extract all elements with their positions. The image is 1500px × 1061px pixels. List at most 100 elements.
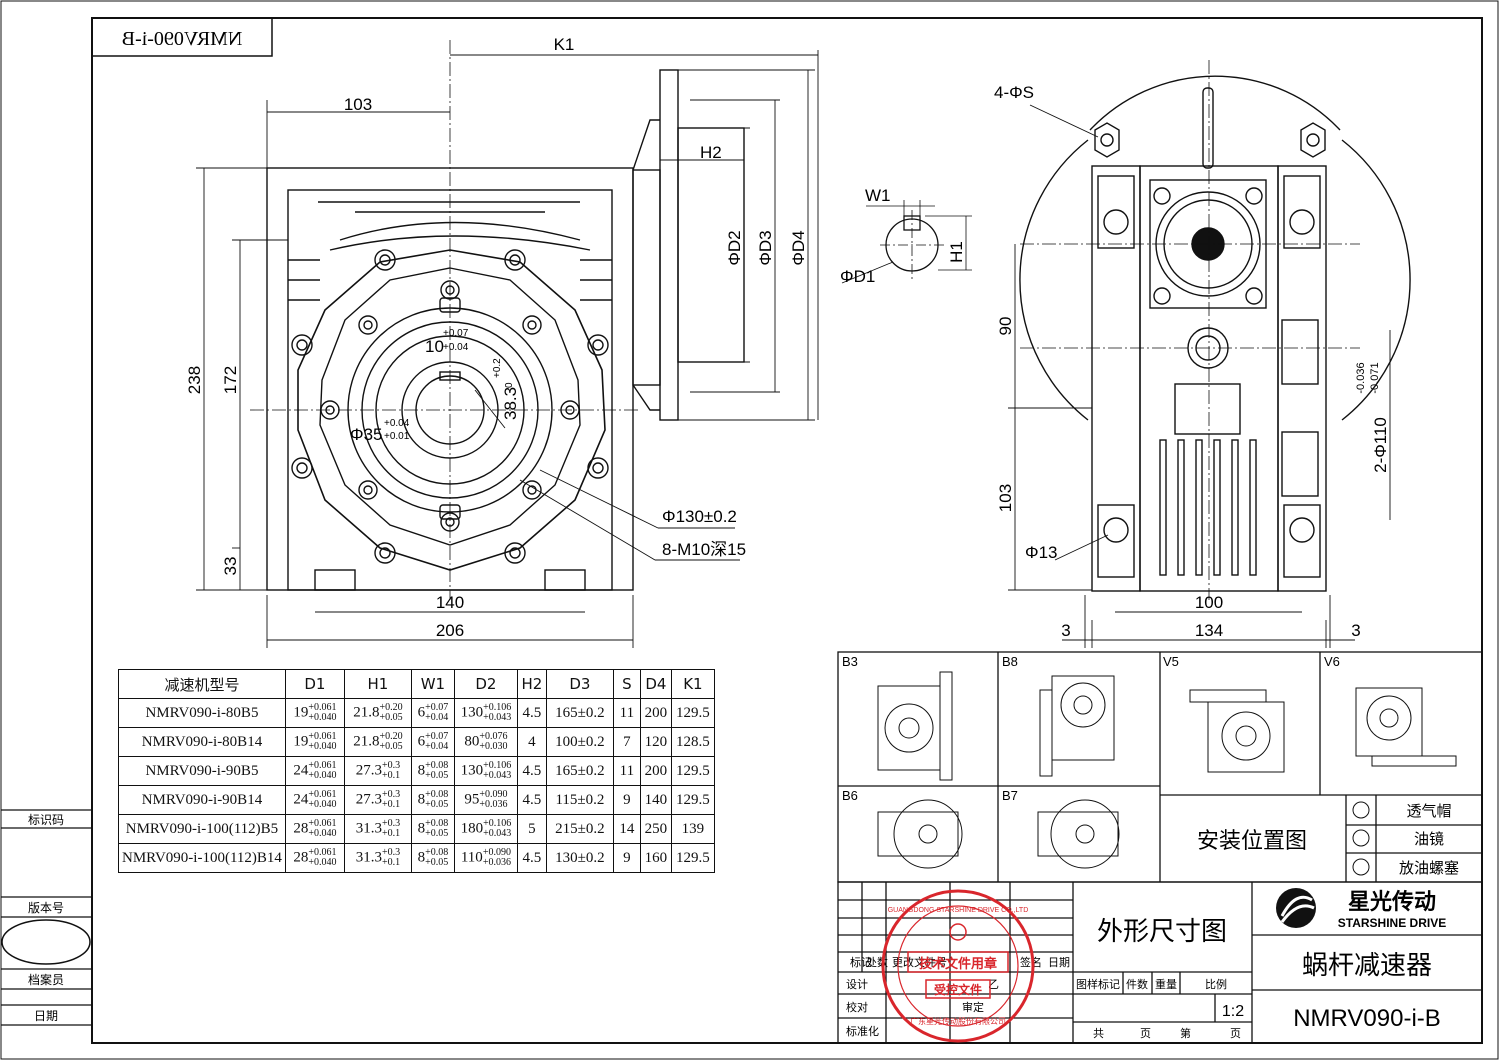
- tol-upper: +0.076: [479, 731, 508, 742]
- cell-d1-tolerance: +0.061+0.040: [308, 848, 336, 868]
- tol-35-upper: +0.04: [384, 418, 410, 429]
- row-label-sign: 签名: [1020, 955, 1042, 969]
- tol-lower: +0.05: [379, 712, 403, 723]
- dim-3-left: 3: [1061, 621, 1070, 640]
- tol-lower: +0.1: [381, 857, 401, 868]
- tol-upper: +0.3: [381, 760, 401, 771]
- dim-d3: ΦD3: [756, 230, 775, 265]
- cell-h1: 21.8+0.20+0.05: [343, 727, 412, 757]
- cell-s: 14: [612, 814, 641, 844]
- cell-s: 7: [612, 727, 641, 757]
- page-current-label: 第: [1180, 1026, 1191, 1040]
- tol-upper: +0.3: [381, 789, 401, 800]
- cell-h1-tolerance: +0.3+0.1: [382, 819, 400, 839]
- cell-d1-value: 19: [293, 733, 309, 750]
- sign-label-design: 设计: [846, 978, 868, 991]
- side-center-lines: [1020, 60, 1360, 600]
- cell-h1: 31.3+0.3+0.1: [343, 814, 412, 844]
- cell-d1: 28+0.061+0.040: [284, 843, 345, 873]
- cell-h1-value: 27.3: [355, 762, 382, 779]
- cell-w1-value: 8: [417, 762, 426, 779]
- tol-upper: +0.090: [482, 847, 511, 858]
- drawing-title: 外形尺寸图: [1097, 917, 1227, 947]
- cell-k1: 129.5: [670, 785, 715, 815]
- tol-upper: +0.061: [308, 731, 337, 742]
- tol-upper: +0.061: [308, 760, 337, 771]
- cell-d4: 200: [639, 756, 672, 786]
- flange-bolt-holes: [291, 249, 609, 564]
- dim-103-side: 103: [996, 484, 1015, 512]
- brand-en: STARSHINE DRIVE: [1338, 916, 1446, 930]
- cell-h1: 21.8+0.20+0.05: [343, 698, 412, 728]
- mount-label-b3: B3: [842, 654, 858, 669]
- tol-lower: +0.05: [425, 857, 449, 868]
- cell-d2-tolerance: +0.090+0.036: [479, 790, 507, 810]
- cell-d2-value: 130: [460, 762, 484, 779]
- dim-3-right: 3: [1351, 621, 1360, 640]
- legend-breather: 透气帽: [1406, 802, 1451, 820]
- cell-d3: 130±0.2: [545, 843, 614, 873]
- dim-phi13: Φ13: [1025, 543, 1057, 562]
- cell-w1-value: 8: [417, 849, 426, 866]
- mount-label-v5: V5: [1163, 654, 1179, 669]
- cell-d2-value: 130: [460, 704, 484, 721]
- cell-s: 11: [612, 756, 641, 786]
- cell-d4: 160: [639, 843, 672, 873]
- side-view: [1019, 75, 1411, 592]
- dim-phi35: Φ35: [350, 425, 382, 444]
- tol-lower: +0.036: [482, 857, 511, 868]
- row-label-date: 日期: [1048, 956, 1070, 969]
- tol-upper: +0.08: [425, 789, 449, 800]
- cell-d4: 200: [639, 698, 672, 728]
- header-d1: D1: [284, 669, 345, 699]
- cell-d3: 115±0.2: [545, 785, 614, 815]
- dim-8-m10: 8-M10深15: [662, 540, 746, 559]
- dim-w1: W1: [865, 186, 891, 205]
- cell-h2: 4.5: [516, 785, 547, 815]
- cell-d2-value: 110: [460, 849, 483, 866]
- cell-model: NMRV090-i-80B14: [118, 727, 286, 757]
- tol-upper: +0.07: [425, 731, 449, 742]
- cell-k1: 128.5: [670, 727, 715, 757]
- tol-upper: +0.08: [425, 760, 449, 771]
- cell-d2: 180+0.106+0.043: [453, 814, 518, 844]
- cell-model: NMRV090-i-90B14: [118, 785, 286, 815]
- tol-upper: +0.061: [308, 847, 337, 858]
- tol-upper: +0.08: [425, 818, 449, 829]
- cell-d1-tolerance: +0.061+0.040: [308, 761, 336, 781]
- cell-d3: 165±0.2: [545, 756, 614, 786]
- cell-k1: 139: [670, 814, 715, 844]
- dim-h2: H2: [700, 143, 722, 162]
- cell-d2-tolerance: +0.076+0.030: [479, 732, 507, 752]
- cell-d1-value: 19: [293, 704, 309, 721]
- page-total-label: 共: [1093, 1027, 1104, 1040]
- cell-d2-tolerance: +0.090+0.036: [483, 848, 511, 868]
- tol-upper: +0.061: [308, 818, 337, 829]
- row-label-doc: 更改文件号: [892, 955, 947, 969]
- header-w1: W1: [410, 669, 455, 699]
- cell-d1-tolerance: +0.061+0.040: [308, 703, 336, 723]
- cell-h1: 31.3+0.3+0.1: [343, 843, 412, 873]
- dim-phi130: Φ130±0.2: [662, 507, 737, 526]
- mount-thumbnails: [877, 671, 1457, 869]
- cell-d4: 250: [639, 814, 672, 844]
- dim-2-phi110: 2-Φ110: [1371, 417, 1390, 473]
- cell-model: NMRV090-i-80B5: [118, 698, 286, 728]
- dim-d1: ΦD1: [840, 267, 875, 286]
- cell-d1-value: 28: [293, 849, 309, 866]
- sign-mark: 乙: [988, 978, 999, 991]
- tol-upper: +0.061: [308, 702, 337, 713]
- sign-label-check: 校对: [846, 1000, 868, 1014]
- dim-k1: K1: [554, 35, 575, 54]
- cell-h2: 5: [516, 814, 547, 844]
- tol-10-upper: +0.07: [443, 328, 469, 339]
- cell-d1-value: 28: [293, 820, 309, 837]
- tol-35-lower: +0.01: [384, 431, 410, 442]
- attr-weight: 重量: [1155, 977, 1177, 991]
- header-d3: D3: [545, 669, 614, 699]
- mount-label-b6: B6: [842, 788, 858, 803]
- dim-d2: ΦD2: [725, 230, 744, 265]
